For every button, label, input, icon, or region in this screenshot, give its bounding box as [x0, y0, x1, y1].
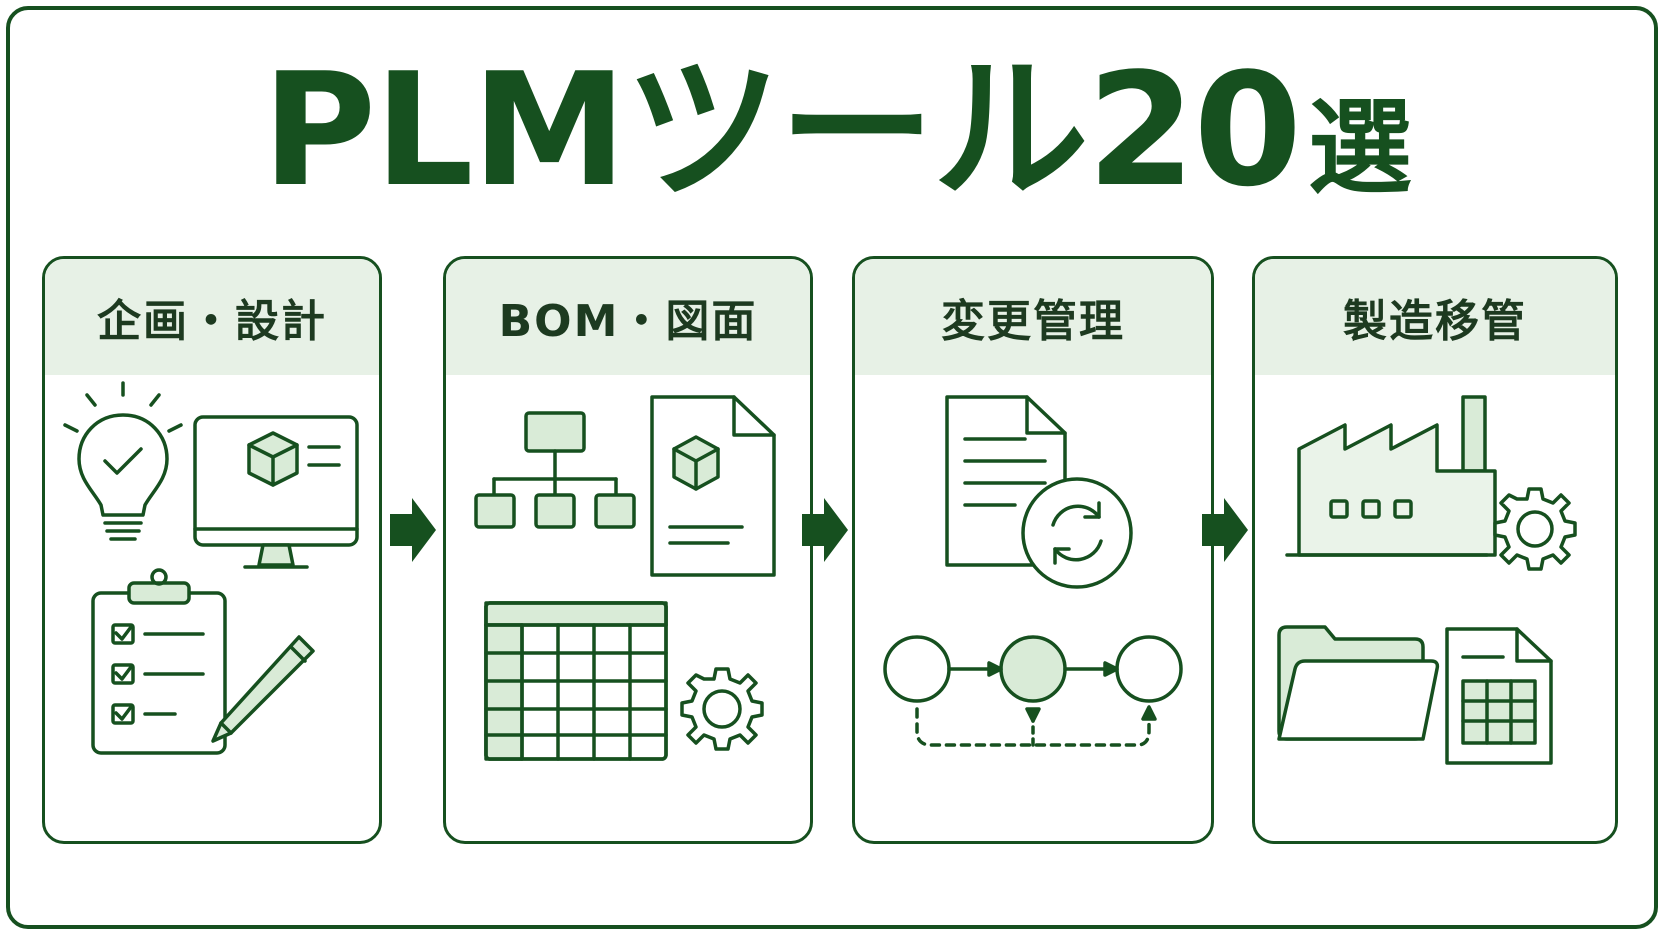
table-document-icon: [1445, 627, 1553, 765]
title-suffix: 選: [1308, 87, 1412, 209]
title-main: PLMツール20: [261, 39, 1302, 221]
gear-icon: [1493, 487, 1577, 571]
spreadsheet-icon: [484, 601, 668, 761]
stage-header: 変更管理: [855, 259, 1211, 375]
stage-label: 製造移管: [1343, 296, 1527, 347]
pencil-icon: [211, 635, 315, 743]
document-cube-icon: [650, 395, 776, 577]
lightbulb-check-icon: [63, 381, 183, 541]
stage-panel-bom: BOM・図面: [443, 256, 813, 844]
stage-panel-planning: 企画・設計: [42, 256, 382, 844]
folder-icon: [1277, 625, 1440, 741]
stage-label: 企画・設計: [97, 296, 327, 347]
factory-icon: [1285, 395, 1497, 557]
flow-arrow-1: [390, 498, 436, 562]
stage-header: 製造移管: [1255, 259, 1615, 375]
document-sync-icon: [945, 395, 1133, 589]
stage-label: 変更管理: [941, 296, 1125, 347]
page-title: PLMツール20選: [0, 52, 1672, 208]
stage-panel-change: 変更管理: [852, 256, 1214, 844]
gear-icon: [680, 667, 764, 751]
flow-arrow-2: [802, 498, 848, 562]
hierarchy-tree-icon: [474, 411, 636, 529]
stage-header: BOM・図面: [446, 259, 810, 375]
stage-header: 企画・設計: [45, 259, 379, 375]
flow-arrow-3: [1202, 498, 1248, 562]
clipboard-checklist-icon: [91, 568, 227, 755]
stage-label: BOM・図面: [498, 296, 758, 347]
workflow-nodes-icon: [883, 635, 1183, 747]
stage-panel-manufacturing: 製造移管: [1252, 256, 1618, 844]
monitor-cube-icon: [193, 415, 359, 569]
